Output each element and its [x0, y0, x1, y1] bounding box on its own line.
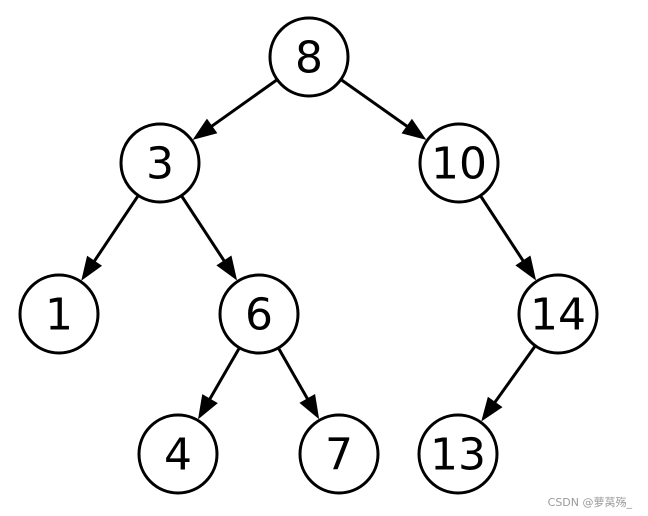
- edge-n14-n13: [481, 344, 537, 422]
- tree-node-10: 10: [418, 122, 500, 204]
- edge-line: [479, 194, 526, 263]
- arrow-head-icon: [299, 393, 320, 420]
- node-circle: [18, 273, 100, 355]
- tree-node-7: 7: [298, 413, 380, 495]
- node-label: 1: [45, 290, 73, 341]
- tree-node-8: 8: [268, 16, 350, 98]
- arrow-head-icon: [192, 118, 218, 140]
- tree-nodes: 8 3 10 1 6 14 4 7 13: [18, 16, 599, 495]
- node-circle: [137, 413, 219, 495]
- edge-n8-n3: [192, 78, 279, 140]
- node-circle: [268, 16, 350, 98]
- node-circle: [298, 413, 380, 495]
- tree-node-3: 3: [119, 122, 201, 204]
- edge-n6-n7: [277, 347, 320, 420]
- tree-node-6: 6: [218, 273, 300, 355]
- arrow-head-icon: [401, 118, 427, 140]
- tree-edges: [81, 78, 537, 422]
- edge-line: [277, 347, 310, 401]
- tree-node-4: 4: [137, 413, 219, 495]
- edge-n3-n1: [81, 194, 140, 281]
- node-label: 3: [146, 139, 174, 190]
- tree-node-13: 13: [417, 413, 499, 495]
- arrow-head-icon: [481, 396, 503, 422]
- edge-line: [180, 194, 227, 263]
- node-circle: [417, 413, 499, 495]
- arrow-head-icon: [515, 255, 537, 281]
- node-label: 7: [325, 430, 353, 481]
- edge-line: [492, 344, 537, 405]
- node-label: 10: [431, 139, 487, 190]
- edge-line: [92, 194, 140, 264]
- node-label: 8: [295, 33, 323, 84]
- edge-n3-n6: [180, 194, 238, 281]
- node-label: 13: [430, 430, 486, 481]
- tree-node-1: 1: [18, 273, 100, 355]
- arrow-head-icon: [81, 255, 103, 281]
- edge-n6-n4: [198, 347, 241, 420]
- node-circle: [119, 122, 201, 204]
- edge-line: [207, 347, 241, 402]
- node-circle: [218, 273, 300, 355]
- edge-line: [209, 78, 279, 129]
- edge-n10-n14: [479, 194, 537, 281]
- node-label: 6: [245, 290, 273, 341]
- node-circle: [418, 122, 500, 204]
- arrow-head-icon: [198, 394, 218, 420]
- node-label: 14: [530, 290, 586, 341]
- node-circle: [517, 273, 599, 355]
- watermark: CSDN @萝莴殇_: [547, 496, 632, 509]
- arrow-head-icon: [216, 255, 238, 281]
- edge-n8-n10: [339, 78, 427, 140]
- node-label: 4: [164, 430, 192, 481]
- edge-line: [339, 78, 410, 129]
- tree-node-14: 14: [517, 273, 599, 355]
